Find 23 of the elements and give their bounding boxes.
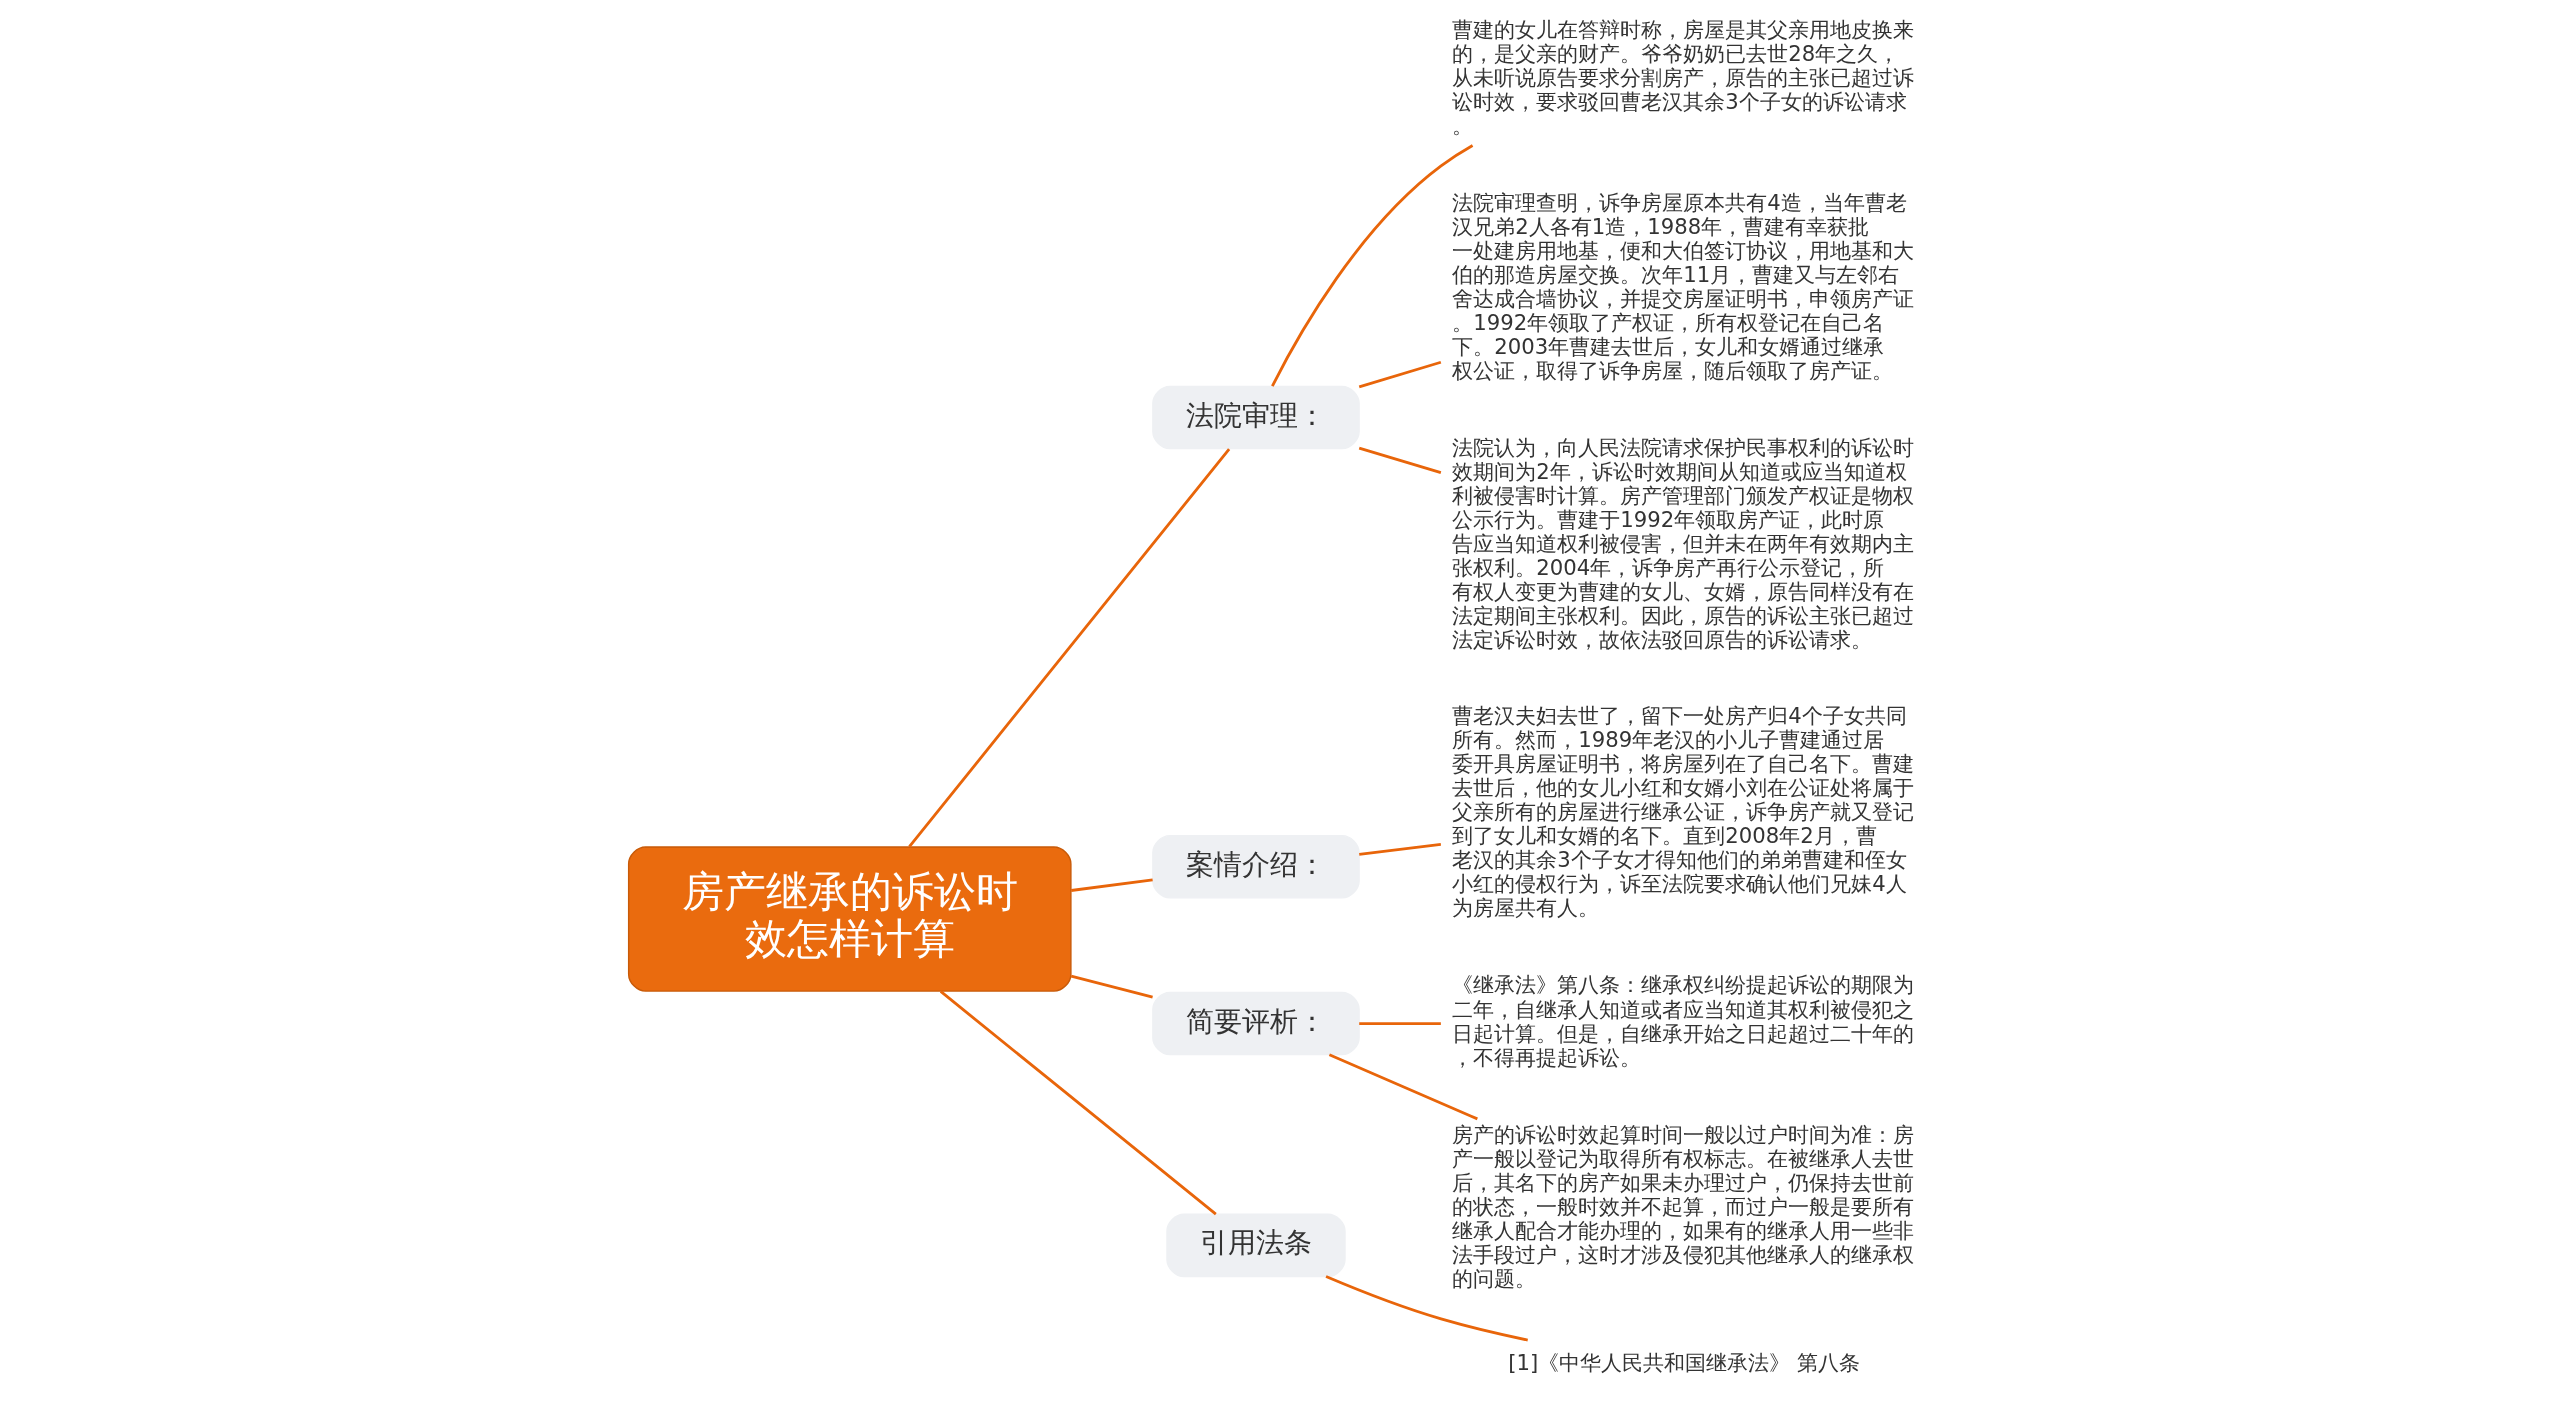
connector [1359, 842, 1442, 856]
node-box: 引用法条 [1166, 1213, 1346, 1278]
connector [1071, 878, 1153, 892]
connector [1359, 1022, 1441, 1025]
connector [1328, 1053, 1478, 1121]
connector [1070, 974, 1153, 999]
connector [939, 990, 1217, 1216]
node-text: [1]《中华人民共和国继承法》 第八条 [1508, 1350, 1860, 1376]
node-box: 案情介绍： [1152, 834, 1360, 899]
connector [1358, 360, 1442, 389]
node-text: 曹建的女儿在答辩时称，房屋是其父亲用地皮换来的，是父亲的财产。爷爷奶奶已去世28年之久，从未听说原告要求分割房产，原告的主张已超过诉讼时效，要求驳回曹老汉其余3个子女的诉讼请求。 [1452, 16, 1915, 138]
connector [1271, 144, 1474, 387]
node-text: 曹老汉夫妇去世了，留下一处房产归4个子女共同所有。然而，1989年老汉的小儿子曹建通过居委开具房屋证明书，将房屋列在了自己名下。曹建去世后，他的女儿小红和女婿小刘在公证处将属于父亲所有的房屋进行继承公证，诉争房产就又登记到了女儿和女婿的名下。直到2008年2月，曹老汉的其余3个子女才得知他们的弟弟曹建和侄女小红的侵权行为，诉至法院要求确认他们兄妹4人为房屋共有人。 [1452, 703, 1915, 921]
node-text: 房产的诉讼时效起算时间一般以过户时间为准：房产一般以登记为取得所有权标志。在被继承人去世后，其名下的房产如果未办理过户，仍保持去世前的状态，一般时效并不起算，而过户一般是要所有继承人配合才能办理的，如果有的继承人用一些非法手段过户，这时才涉及侵犯其他继承人的继承权的问题。 [1452, 1121, 1915, 1291]
node-text: 法院审理查明，诉争房屋原本共有4造，当年曹老汉兄弟2人各有1造，1988年，曹建有幸获批一处建房用地基，便和大伯签订协议，用地基和大伯的那造房屋交换。次年11月，曹建又与左邻右舍达成合墙协议，并提交房屋证明书，申领房产证。1992年领取了产权证，所有权登记在自己名下。2003年曹建去世后，女儿和女婿通过继承权公证，取得了诉争房屋，随后领取了房产证。 [1452, 189, 1915, 383]
node-text: 《继承法》第八条：继承权纠纷提起诉讼的期限为二年，自继承人知道或者应当知道其权利被侵犯之日起计算。但是，自继承开始之日起超过二十年的，不得再提起诉讼。 [1452, 972, 1915, 1070]
connector [1358, 446, 1442, 474]
node-box: 房产继承的诉讼时效怎样计算 [627, 846, 1072, 992]
node-box: 简要评析： [1152, 991, 1360, 1056]
node-box: 法院审理： [1152, 385, 1360, 450]
connector [908, 448, 1231, 848]
connector [1325, 1275, 1528, 1342]
node-text: 法院认为，向人民法院请求保护民事权利的诉讼时效期间为2年，诉讼时效期间从知道或应当知道权利被侵害时计算。房产管理部门颁发产权证是物权公示行为。曹建于1992年领取房产证，此时原告应当知道权利被侵害，但并未在两年有效期内主张权利。2004年，诉争房产再行公示登记，所有权人变更为曹建的女儿、女婿，原告同样没有在法定期间主张权利。因此，原告的诉讼主张已超过法定诉讼时效，故依法驳回原告的诉讼请求。 [1452, 434, 1915, 653]
